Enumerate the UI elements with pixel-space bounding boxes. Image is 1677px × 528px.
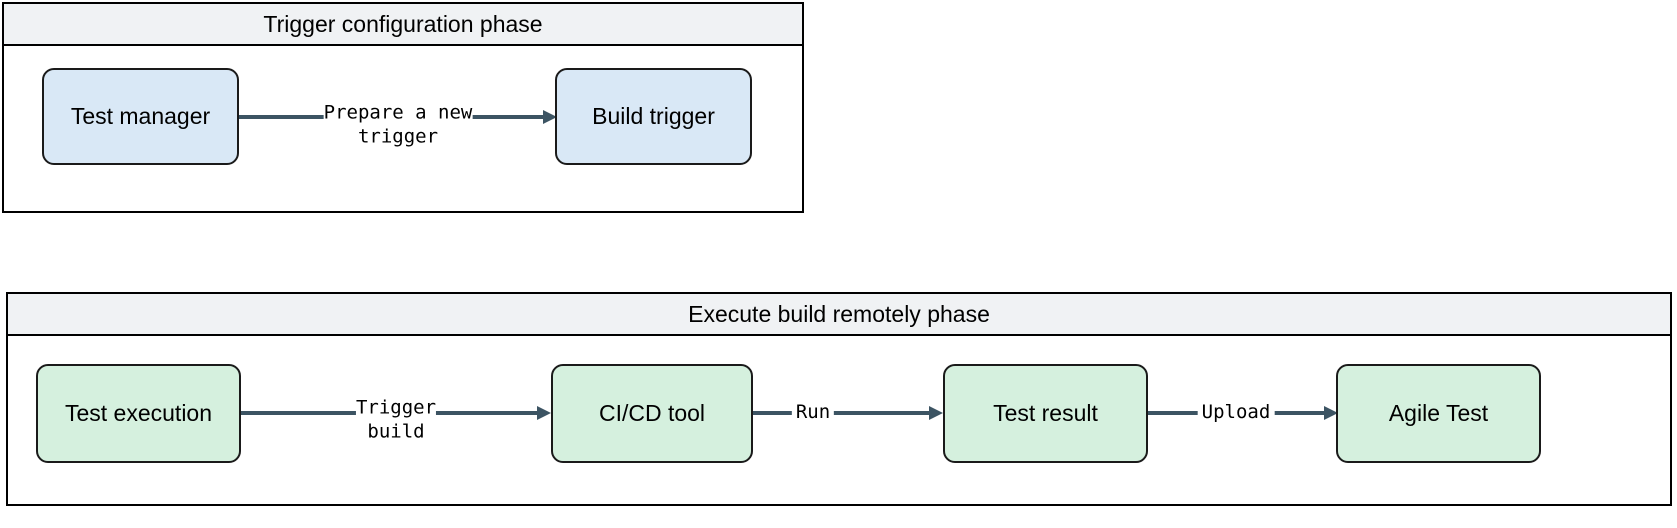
edge-prepare-a-new-trigger: Prepare a new trigger xyxy=(239,101,557,149)
edge-arrowhead xyxy=(1324,406,1338,420)
phase-trigger-configuration: Trigger configuration phase Test manager… xyxy=(2,2,804,213)
phase-title: Trigger configuration phase xyxy=(263,10,543,37)
node-label-test-execution: Test execution xyxy=(64,399,213,426)
edge-upload: Upload xyxy=(1148,401,1338,425)
node-test-manager[interactable]: Test manager xyxy=(42,68,239,165)
edge-line xyxy=(753,411,929,415)
node-test-result[interactable]: Test result xyxy=(943,364,1148,463)
phase-header-trigger-configuration: Trigger configuration phase xyxy=(4,4,802,46)
phase-execute-build-remotely: Execute build remotely phase Test execut… xyxy=(6,292,1672,506)
edge-label-prepare-a-new-trigger: Prepare a new trigger xyxy=(323,101,473,149)
node-label-ci-cd-tool: CI/CD tool xyxy=(598,399,706,426)
edge-label-run: Run xyxy=(791,401,835,425)
node-label-build-trigger: Build trigger xyxy=(592,102,715,129)
node-label-test-result: Test result xyxy=(993,399,1098,426)
edge-arrowhead xyxy=(543,110,557,124)
phase-header-execute-build-remotely: Execute build remotely phase xyxy=(8,294,1670,336)
phase-body-execute-build-remotely: Test execution Trigger build CI/CD tool … xyxy=(8,336,1670,506)
phase-body-trigger-configuration: Test manager Prepare a new trigger Build… xyxy=(4,46,802,213)
node-label-agile-test: Agile Test xyxy=(1388,399,1489,426)
node-ci-cd-tool[interactable]: CI/CD tool xyxy=(551,364,753,463)
edge-run: Run xyxy=(753,401,943,425)
node-build-trigger[interactable]: Build trigger xyxy=(555,68,752,165)
node-agile-test[interactable]: Agile Test xyxy=(1336,364,1541,463)
node-test-execution[interactable]: Test execution xyxy=(36,364,241,463)
node-label-test-manager: Test manager xyxy=(70,102,211,129)
edge-arrowhead xyxy=(929,406,943,420)
edge-trigger-build: Trigger build xyxy=(241,396,551,444)
phase-title: Execute build remotely phase xyxy=(688,300,990,327)
edge-label-trigger-build: Trigger build xyxy=(355,396,437,444)
edge-label-upload: Upload xyxy=(1197,401,1275,425)
edge-arrowhead xyxy=(537,406,551,420)
